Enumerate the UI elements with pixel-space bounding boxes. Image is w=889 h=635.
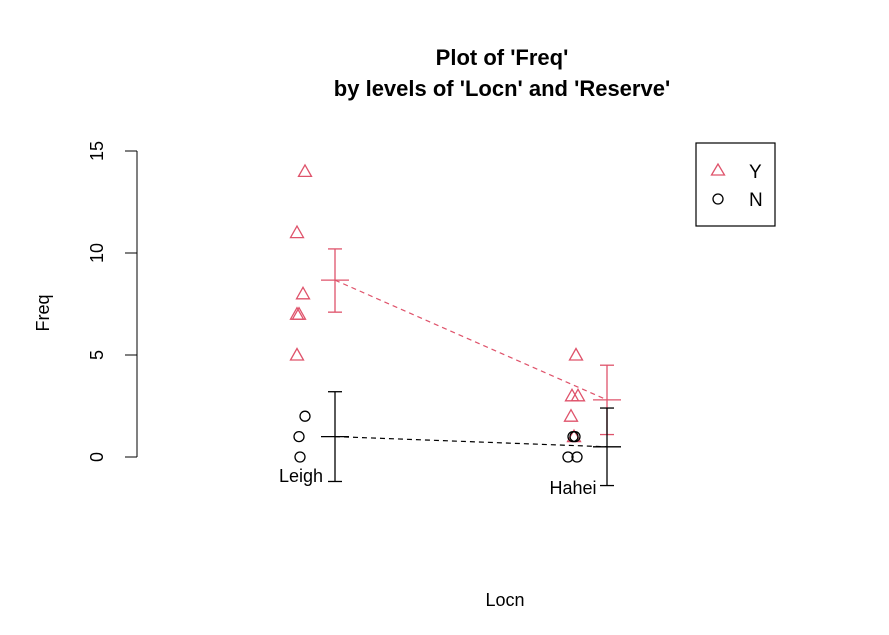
- data-point-n: [562, 451, 574, 463]
- legend-label-y: Y: [749, 162, 762, 183]
- chart-title-line-2: by levels of 'Locn' and 'Reserve': [334, 76, 670, 101]
- data-point-y: [563, 408, 579, 422]
- y-tick-label: 10: [87, 243, 107, 263]
- data-point-n: [571, 451, 583, 463]
- y-tick-label: 5: [87, 350, 107, 360]
- chart-title-line-1: Plot of 'Freq': [436, 45, 569, 70]
- data-point-y: [297, 163, 313, 178]
- y-tick-label: 15: [87, 141, 107, 161]
- legend-box: [695, 142, 776, 227]
- mean-line-n: [334, 436, 608, 448]
- x-category-label-hahei: Hahei: [549, 478, 596, 498]
- data-point-n: [567, 430, 579, 443]
- mean-line-y: [334, 279, 608, 401]
- data-marks: [289, 163, 621, 487]
- legend: Y N: [695, 142, 776, 227]
- data-point-y: [289, 347, 305, 361]
- data-point-y: [291, 306, 307, 320]
- x-category-label-leigh: Leigh: [279, 466, 323, 486]
- legend-circle-icon: [712, 193, 724, 205]
- y-axis: 0 5 10 15: [87, 141, 138, 462]
- legend-label-n: N: [749, 190, 763, 211]
- data-point-n: [293, 430, 305, 443]
- data-point-y: [295, 285, 311, 300]
- data-point-y: [570, 387, 586, 402]
- data-point-y: [568, 347, 584, 361]
- y-tick-label: 0: [87, 452, 107, 462]
- legend-triangle-icon: [710, 162, 726, 176]
- x-axis-label: Locn: [485, 590, 524, 610]
- data-point-n: [299, 410, 311, 422]
- data-point-n: [294, 451, 306, 463]
- data-point-y: [289, 224, 305, 239]
- y-axis-label: Freq: [33, 294, 53, 331]
